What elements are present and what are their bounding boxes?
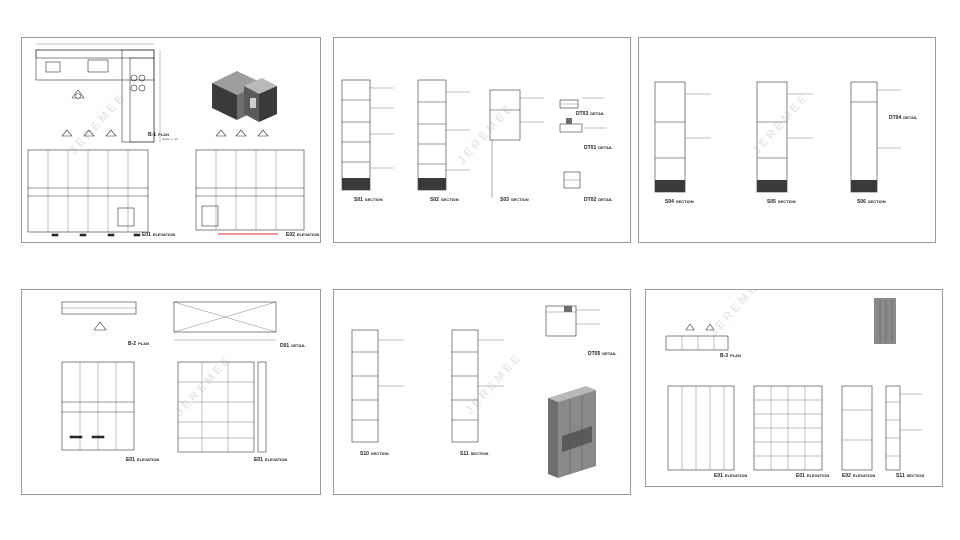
sheet-3-drawing [654,81,901,193]
sheet-2-drawing [341,79,606,198]
sheet-6-drawing [665,298,922,471]
sheet-4-drawing [61,301,277,453]
section-s06-drawing [850,81,901,193]
plan-b3-drawing [665,323,729,351]
section-s04-drawing [654,81,711,193]
section-s03-drawing [489,89,544,198]
elevation-e01-drawing [27,149,149,237]
section-s11-b-drawing [885,385,922,471]
section-s02-drawing [417,79,470,191]
cabinet-3d-view [548,386,596,478]
detail-d01-drawing [173,301,277,341]
elevation-e01-left-drawing [61,361,135,451]
section-s01-drawing [341,79,394,191]
elevation-e01-right-drawing [177,361,267,453]
plan-b2-drawing [61,301,137,331]
elevation-e02-drawing [841,385,873,471]
sheet-5-drawing [351,305,600,478]
tall-panel-3d [874,298,896,344]
elevation-e01-a-drawing [667,385,735,471]
section-markers [61,89,269,137]
section-s11-drawing [451,329,504,443]
kitchen-plan-drawing [35,43,161,143]
section-s10-drawing [351,329,404,443]
sheet-1-drawing [27,43,305,237]
section-s05-drawing [756,81,813,193]
elevation-e01-b-drawing [753,385,823,471]
elevation-e02-drawing [195,149,305,235]
detail-dt05-drawing [545,305,600,337]
detail-drawings [559,97,606,189]
kitchen-3d-view [212,71,277,122]
